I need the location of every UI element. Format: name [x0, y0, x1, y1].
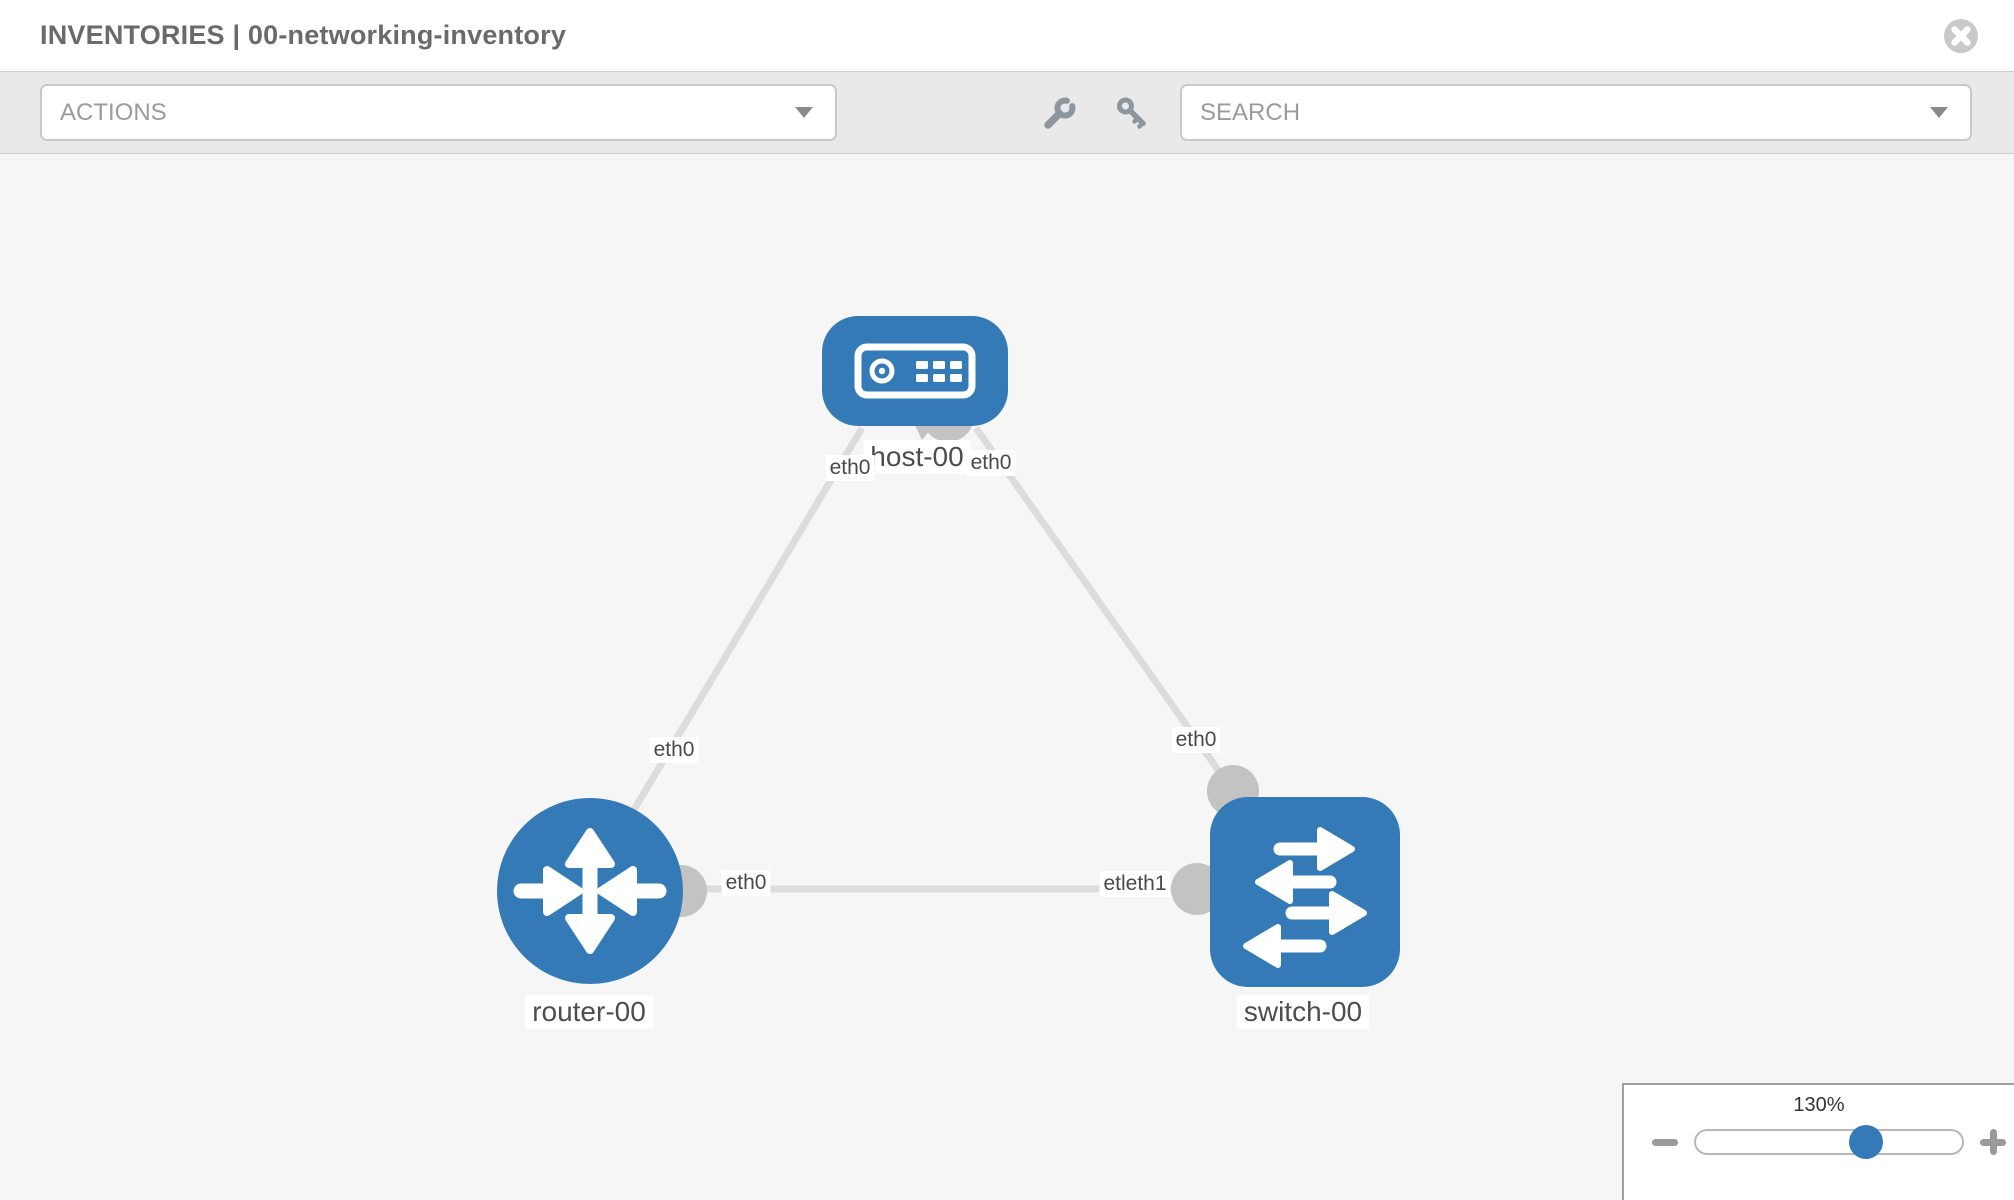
topology-canvas[interactable]: host-00 router-00 switch-00 eth0 eth0 et… — [0, 154, 2014, 1200]
close-button[interactable] — [1942, 17, 1980, 55]
link-host-router — [588, 426, 866, 882]
chevron-down-icon — [1930, 107, 1948, 118]
links-layer — [588, 390, 1259, 917]
search-dropdown[interactable]: SEARCH — [1180, 84, 1972, 141]
page-title: INVENTORIES | 00-networking-inventory — [40, 20, 567, 50]
zoom-in-button[interactable] — [1980, 1129, 2006, 1155]
node-switch-00[interactable] — [1210, 797, 1400, 987]
node-label-switch: switch-00 — [1236, 995, 1370, 1029]
zoom-out-button[interactable] — [1652, 1138, 1678, 1146]
iface-label: etleth1 — [1099, 871, 1171, 897]
node-router-00[interactable] — [497, 798, 683, 984]
iface-label: eth0 — [649, 737, 699, 763]
host-icon — [854, 343, 976, 399]
link-lines — [588, 425, 1236, 893]
search-dropdown-label: SEARCH — [1200, 98, 1301, 126]
node-label-router: router-00 — [525, 995, 653, 1029]
zoom-controls — [1624, 1125, 2014, 1159]
iface-label: eth0 — [825, 455, 875, 481]
chevron-down-icon — [795, 107, 813, 118]
credentials-button[interactable] — [1114, 95, 1150, 131]
zoom-level-value: 130% — [1793, 1094, 1845, 1116]
router-icon — [513, 828, 667, 954]
wrench-icon — [1044, 97, 1076, 129]
zoom-slider-thumb[interactable] — [1849, 1125, 1884, 1159]
iface-label: eth0 — [1171, 727, 1221, 753]
iface-label: eth0 — [721, 870, 771, 896]
actions-dropdown[interactable]: ACTIONS — [40, 84, 837, 141]
node-label-host: host-00 — [863, 440, 971, 474]
actions-dropdown-label: ACTIONS — [60, 98, 167, 126]
iface-label: eth0 — [966, 450, 1016, 476]
zoom-slider[interactable] — [1694, 1125, 1964, 1159]
configure-button[interactable] — [1040, 95, 1076, 131]
zoom-panel: 130% — [1622, 1083, 2014, 1200]
switch-icon — [1243, 827, 1367, 968]
toolbar: ACTIONS SEARCH — [0, 71, 2014, 154]
close-icon — [1944, 18, 1978, 53]
node-host-00[interactable] — [822, 316, 1008, 426]
header: INVENTORIES | 00-networking-inventory — [0, 0, 2014, 71]
key-icon — [1117, 97, 1146, 129]
toolbar-icons — [1040, 95, 1150, 131]
